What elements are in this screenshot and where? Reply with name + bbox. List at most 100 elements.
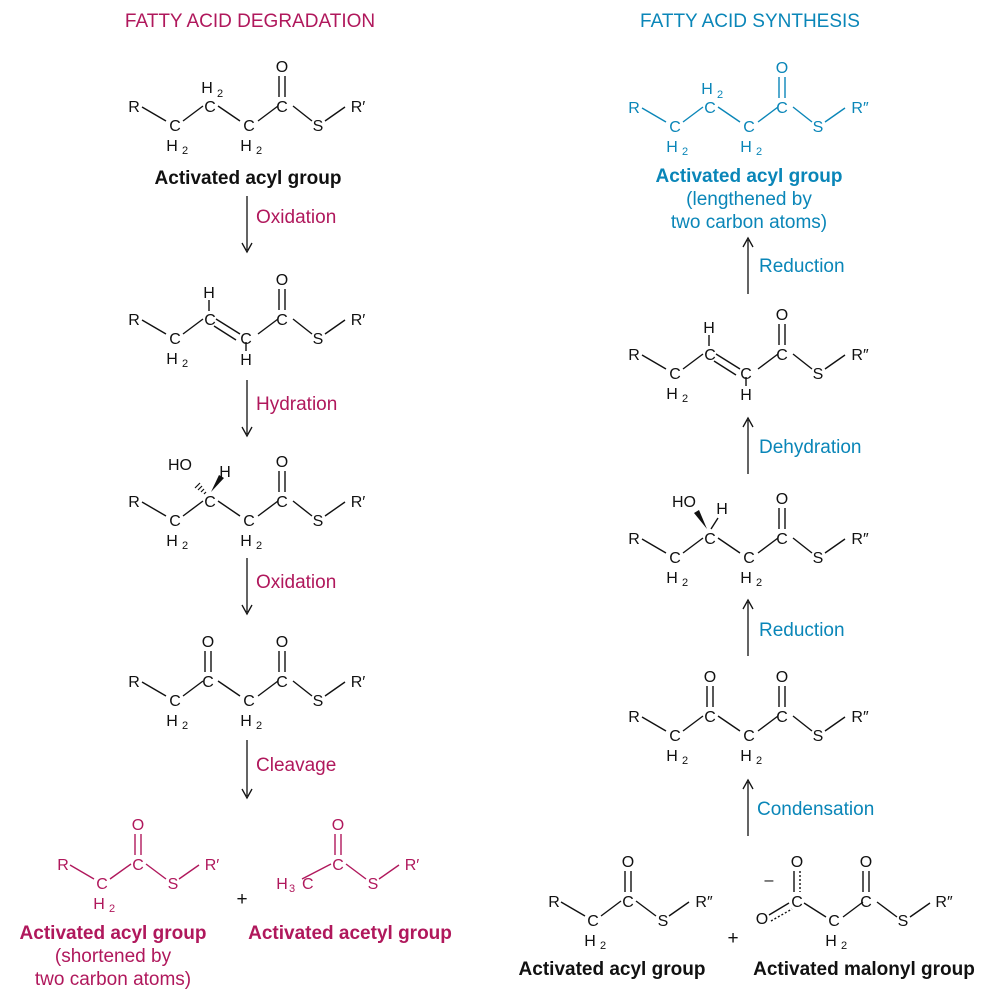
svg-text:H: H bbox=[166, 351, 178, 368]
svg-text:C: C bbox=[704, 347, 716, 364]
degradation-arrow-oxidation-2 bbox=[241, 558, 253, 616]
svg-text:H: H bbox=[666, 139, 678, 156]
svg-text:C: C bbox=[776, 347, 788, 364]
svg-text:H: H bbox=[166, 713, 178, 730]
svg-text:R: R bbox=[128, 312, 140, 329]
degradation-arrow-oxidation-1 bbox=[241, 196, 253, 254]
synthesis-step-reduction-1: Reduction bbox=[759, 620, 845, 641]
svg-text:C: C bbox=[704, 531, 716, 548]
svg-text:C: C bbox=[276, 674, 288, 691]
svg-text:C: C bbox=[740, 366, 752, 383]
svg-text:2: 2 bbox=[756, 577, 762, 589]
synthesis-arrow-reduction-2 bbox=[742, 236, 754, 294]
svg-text:H: H bbox=[203, 285, 215, 302]
degradation-acyl-start: R C H 2 C H 2 C H 2 C O S R′ bbox=[128, 59, 365, 157]
svg-text:HO: HO bbox=[672, 494, 696, 511]
synthesis-enoyl: R C H 2 C H C H C O S R″ bbox=[628, 307, 869, 405]
svg-text:H: H bbox=[701, 81, 713, 98]
svg-text:C: C bbox=[776, 100, 788, 117]
degradation-product-acyl-sub1: (shortened by bbox=[55, 946, 172, 967]
svg-text:2: 2 bbox=[109, 903, 115, 915]
svg-text:2: 2 bbox=[682, 577, 688, 589]
svg-text:O: O bbox=[276, 634, 288, 651]
degradation-product-acyl: R C H 2 C O S R′ bbox=[57, 817, 219, 915]
svg-text:R: R bbox=[57, 857, 69, 874]
svg-text:H: H bbox=[740, 139, 752, 156]
svg-text:2: 2 bbox=[682, 393, 688, 405]
svg-text:H: H bbox=[666, 748, 678, 765]
svg-text:H: H bbox=[666, 386, 678, 403]
degradation-step-cleavage: Cleavage bbox=[256, 755, 336, 776]
synthesis-product-sub2: two carbon atoms) bbox=[671, 212, 827, 233]
svg-text:2: 2 bbox=[182, 720, 188, 732]
svg-text:2: 2 bbox=[182, 145, 188, 157]
svg-text:2: 2 bbox=[256, 145, 262, 157]
svg-text:O: O bbox=[776, 669, 788, 686]
svg-text:C: C bbox=[791, 894, 803, 911]
svg-text:O: O bbox=[622, 854, 634, 871]
synthesis-arrow-dehydration bbox=[742, 416, 754, 474]
svg-text:R″: R″ bbox=[935, 894, 953, 911]
svg-text:C: C bbox=[776, 709, 788, 726]
svg-text:R″: R″ bbox=[851, 531, 869, 548]
svg-text:R: R bbox=[548, 894, 560, 911]
svg-text:H: H bbox=[666, 570, 678, 587]
synthesis-product-name: Activated acyl group bbox=[656, 166, 843, 187]
svg-text:R: R bbox=[128, 99, 140, 116]
svg-text:2: 2 bbox=[217, 88, 223, 100]
svg-text:H: H bbox=[219, 464, 231, 481]
svg-text:H: H bbox=[166, 533, 178, 550]
svg-text:C: C bbox=[704, 100, 716, 117]
degradation-enoyl: R C H 2 C H C H C O S R′ bbox=[128, 272, 365, 370]
svg-text:C: C bbox=[669, 550, 681, 567]
svg-text:O: O bbox=[776, 491, 788, 508]
svg-text:H: H bbox=[166, 138, 178, 155]
synthesis-plus: + bbox=[727, 928, 738, 949]
synthesis-hydroxyacyl: R C H 2 C HO H C H 2 C O S R″ bbox=[628, 491, 869, 589]
degradation-step-oxidation-2: Oxidation bbox=[256, 572, 336, 593]
svg-text:S: S bbox=[813, 119, 824, 136]
degradation-product-acyl-sub2: two carbon atoms) bbox=[35, 969, 191, 990]
svg-text:O: O bbox=[791, 854, 803, 871]
svg-text:R″: R″ bbox=[851, 100, 869, 117]
degradation-step-oxidation-1: Oxidation bbox=[256, 207, 336, 228]
svg-text:C: C bbox=[96, 876, 108, 893]
svg-text:S: S bbox=[168, 876, 179, 893]
svg-text:C: C bbox=[743, 119, 755, 136]
svg-text:2: 2 bbox=[182, 540, 188, 552]
svg-text:2: 2 bbox=[756, 755, 762, 767]
svg-text:R: R bbox=[628, 347, 640, 364]
svg-text:C: C bbox=[743, 550, 755, 567]
svg-text:R′: R′ bbox=[351, 99, 366, 116]
degradation-product-acetyl: H 3 C C O S R′ bbox=[276, 817, 419, 895]
svg-text:3: 3 bbox=[289, 883, 295, 895]
svg-text:C: C bbox=[243, 513, 255, 530]
degradation-arrow-hydration bbox=[241, 380, 253, 438]
svg-text:R′: R′ bbox=[405, 857, 420, 874]
svg-text:H: H bbox=[825, 933, 837, 950]
svg-text:O: O bbox=[756, 911, 768, 928]
svg-text:O: O bbox=[276, 272, 288, 289]
svg-text:O: O bbox=[776, 60, 788, 77]
svg-text:2: 2 bbox=[256, 540, 262, 552]
svg-text:O: O bbox=[332, 817, 344, 834]
svg-text:R′: R′ bbox=[351, 674, 366, 691]
synthesis-arrow-condensation bbox=[742, 778, 754, 836]
svg-text:R′: R′ bbox=[351, 494, 366, 511]
svg-text:2: 2 bbox=[717, 89, 723, 101]
svg-text:2: 2 bbox=[182, 358, 188, 370]
svg-text:C: C bbox=[704, 709, 716, 726]
svg-text:C: C bbox=[169, 118, 181, 135]
svg-text:C: C bbox=[243, 693, 255, 710]
svg-text:H: H bbox=[93, 896, 105, 913]
svg-text:C: C bbox=[276, 312, 288, 329]
svg-text:O: O bbox=[276, 454, 288, 471]
svg-text:O: O bbox=[776, 307, 788, 324]
svg-text:R″: R″ bbox=[851, 347, 869, 364]
svg-text:C: C bbox=[132, 857, 144, 874]
svg-text:C: C bbox=[169, 693, 181, 710]
synthesis-malonyl: – O C O C H 2 C O S R″ bbox=[756, 854, 953, 952]
svg-text:O: O bbox=[860, 854, 872, 871]
svg-text:C: C bbox=[202, 674, 214, 691]
